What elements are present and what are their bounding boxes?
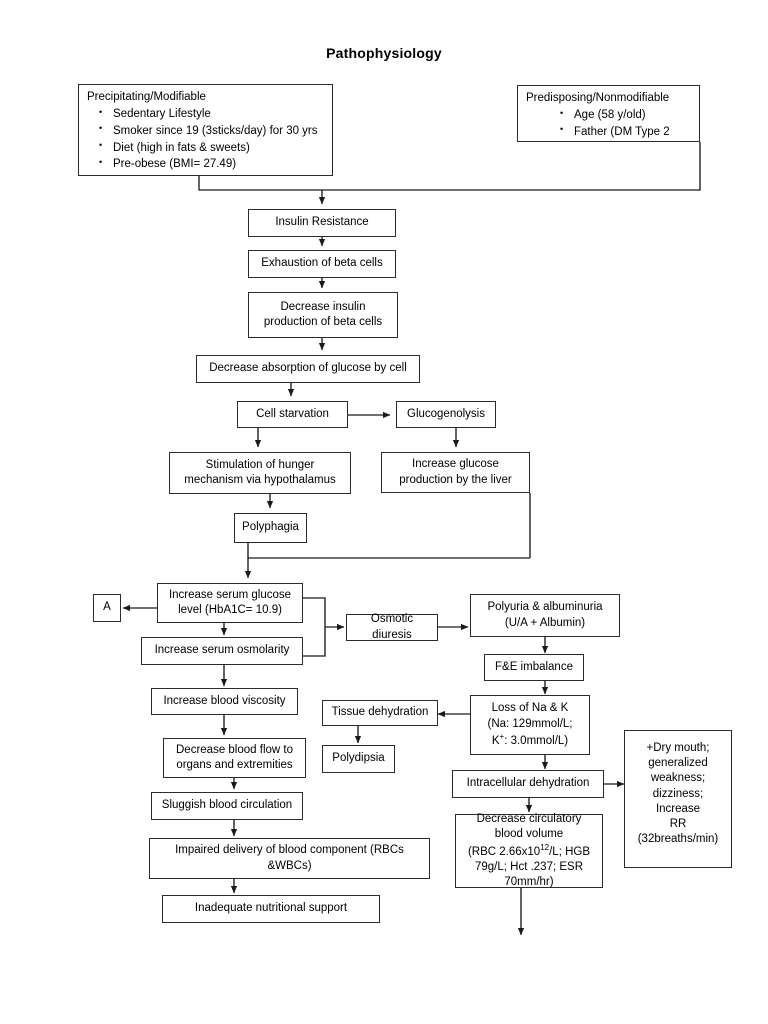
node-sluggish-blood-circulation: Sluggish blood circulation	[151, 792, 303, 820]
node-decrease-insulin-production: Decrease insulin production of beta cell…	[248, 292, 398, 338]
page-title: Pathophysiology	[326, 45, 442, 61]
blood-volume-line-2: blood volume	[494, 828, 564, 841]
rbc-suffix: /L; HGB	[549, 845, 591, 858]
rbc-exponent: 12	[540, 842, 550, 852]
node-decrease-blood-flow: Decrease blood flow to organs and extrem…	[163, 738, 306, 778]
node-loss-of-na-and-k: Loss of Na & K (Na: 129mmol/L; K+: 3.0mm…	[470, 695, 590, 755]
loss-na-k-potassium: K+: 3.0mmol/L)	[492, 732, 568, 749]
list-item: Smoker since 19 (3sticks/day) for 30 yrs	[99, 122, 324, 140]
list-item: Pre-obese (BMI= 27.49)	[99, 156, 324, 173]
predisposing-list: Age (58 y/old) Father (DM Type 2	[526, 107, 691, 140]
node-decrease-circulatory-blood-volume: Decrease circulatory blood volume (RBC 2…	[455, 813, 603, 888]
node-stimulation-of-hunger: Stimulation of hunger mechanism via hypo…	[169, 452, 351, 494]
loss-na-k-sodium: (Na: 129mmol/L;	[487, 717, 573, 730]
node-increase-blood-viscosity: Increase blood viscosity	[151, 688, 298, 715]
list-item: Sedentary Lifestyle	[99, 106, 324, 123]
list-item: Father (DM Type 2	[560, 123, 691, 141]
rbc-prefix: (RBC 2.66x10	[467, 845, 541, 858]
node-symptoms: +Dry mouth; generalized weakness; dizzin…	[624, 730, 732, 868]
node-impaired-delivery: Impaired delivery of blood component (RB…	[149, 838, 430, 879]
node-inadequate-nutritional-support: Inadequate nutritional support	[162, 895, 380, 923]
node-glucogenolysis: Glucogenolysis	[396, 401, 496, 428]
node-insulin-resistance: Insulin Resistance	[248, 209, 396, 237]
blood-volume-esr-value: 70mm/hr)	[504, 875, 554, 888]
potassium-value: : 3.0mmol/L)	[504, 734, 569, 747]
node-polyphagia: Polyphagia	[234, 513, 307, 543]
blood-volume-rbc: (RBC 2.66x1012/L; HGB	[468, 843, 590, 860]
node-fe-imbalance: F&E imbalance	[484, 654, 584, 681]
node-exhaustion-of-beta-cells: Exhaustion of beta cells	[248, 250, 396, 278]
node-precipitating-modifiable: Precipitating/Modifiable Sedentary Lifes…	[78, 84, 333, 176]
node-tissue-dehydration: Tissue dehydration	[322, 700, 438, 726]
node-polyuria-albuminuria: Polyuria & albuminuria (U/A + Albumin)	[470, 594, 620, 637]
node-osmotic-diuresis: Osmotic diuresis	[346, 613, 438, 641]
predisposing-header: Predisposing/Nonmodifiable	[526, 92, 670, 104]
node-cell-starvation: Cell starvation	[237, 401, 348, 428]
precipitating-list: Sedentary Lifestyle Smoker since 19 (3st…	[87, 106, 324, 173]
list-item: Age (58 y/old)	[560, 107, 691, 124]
node-decrease-absorption-of-glucose: Decrease absorption of glucose by cell	[196, 355, 420, 383]
node-increase-glucose-production-liver: Increase glucose production by the liver	[381, 452, 530, 493]
node-connector-a: A	[93, 594, 121, 622]
node-polydipsia: Polydipsia	[322, 745, 395, 773]
list-item: Diet (high in fats & sweets)	[99, 139, 324, 157]
node-increase-serum-glucose: Increase serum glucose level (HbA1C= 10.…	[157, 583, 303, 623]
node-intracellular-dehydration: Intracellular dehydration	[452, 770, 604, 798]
node-predisposing-nonmodifiable: Predisposing/Nonmodifiable Age (58 y/old…	[517, 85, 700, 142]
precipitating-header: Precipitating/Modifiable	[87, 91, 206, 103]
loss-na-k-title: Loss of Na & K	[491, 702, 569, 715]
node-increase-serum-osmolarity: Increase serum osmolarity	[141, 637, 303, 665]
potassium-charge: +	[499, 731, 505, 741]
blood-volume-hgb-hct-esr: 79g/L; Hct .237; ESR	[474, 860, 584, 873]
potassium-symbol: K	[491, 734, 500, 747]
blood-volume-line-1: Decrease circulatory	[476, 813, 582, 826]
